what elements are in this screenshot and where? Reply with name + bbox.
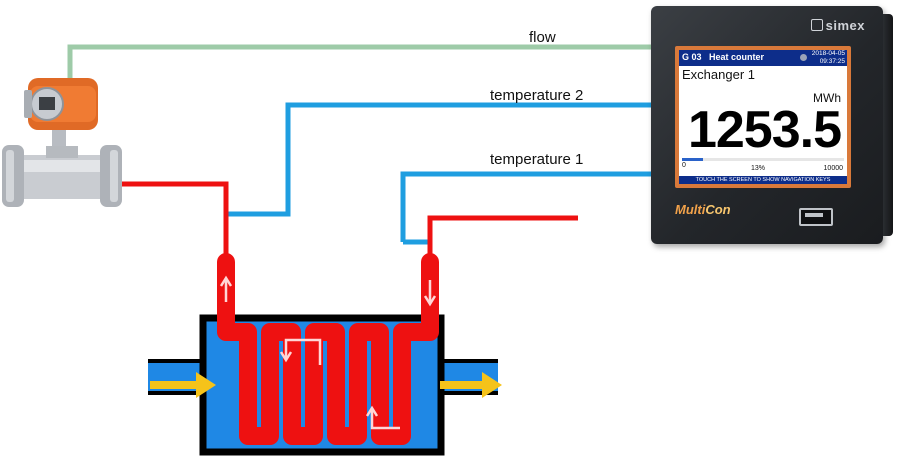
brand-logo-icon: [810, 19, 823, 31]
usb-port-icon[interactable]: [799, 208, 833, 226]
screen-id: G 03: [682, 52, 702, 62]
meter-brand: simex: [810, 18, 865, 33]
screen-bar-max: 10000: [823, 165, 843, 172]
meter-product-name: MultiCon: [675, 202, 731, 217]
hot-inlet-pipe: [112, 181, 229, 270]
screen-unit: MWh: [813, 91, 841, 105]
water-outlet-arrow: [440, 372, 502, 398]
status-dot-icon: [800, 54, 807, 61]
screen-bar-min: 0: [682, 162, 686, 169]
screen-title: Heat counter: [709, 52, 765, 62]
meter-bezel-side: [883, 14, 893, 236]
heat-exchanger: [148, 253, 498, 456]
temperature-1-label: temperature 1: [490, 151, 584, 168]
screen-footer: TOUCH THE SCREEN TO SHOW NAVIGATION KEYS: [679, 176, 847, 184]
screen-progress-bar: [682, 158, 844, 161]
coil-flow-arrow-bottom: [370, 410, 400, 430]
temperature-2-wire: [228, 102, 652, 217]
product-prefix: Multi: [675, 202, 706, 217]
flow-meter: [2, 78, 122, 207]
screen-time: 09:37:25: [819, 57, 845, 65]
meter-brand-text: simex: [825, 18, 865, 33]
coil-flow-arrow-top: [284, 338, 322, 365]
flow-label: flow: [529, 29, 556, 46]
water-inlet-arrow: [150, 372, 216, 398]
screen-subtitle: Exchanger 1: [682, 67, 755, 82]
hot-outlet-pipe: [427, 215, 578, 270]
flow-wire: [67, 44, 652, 78]
temperature-2-label: temperature 2: [490, 87, 584, 104]
temperature-1-wire: [400, 171, 652, 242]
screen-value: 1253.5: [687, 101, 842, 159]
screen-bar-percent: 13%: [751, 165, 766, 172]
product-suffix: Con: [705, 202, 731, 217]
heat-exchanger-coil: [217, 253, 439, 445]
screen-date: 2018-04-05: [811, 50, 845, 57]
screen-progress-fill: [682, 158, 704, 161]
